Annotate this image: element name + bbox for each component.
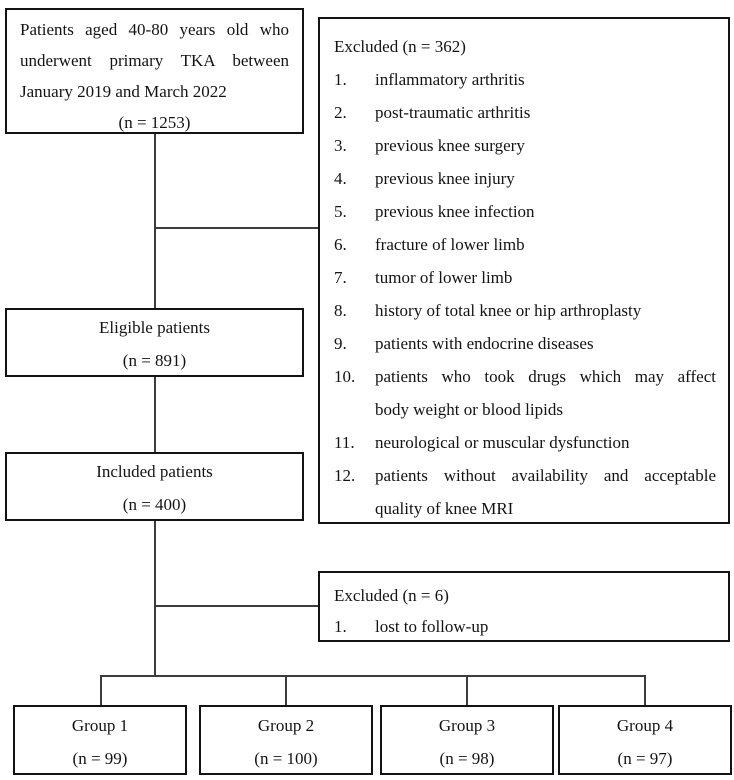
connector-drop-group-4 bbox=[644, 675, 646, 705]
exclusion-item-number: 4. bbox=[334, 169, 347, 188]
exclusion-item-number: 10. bbox=[334, 367, 356, 386]
connector-branch-to-followup-exclusion bbox=[154, 605, 318, 607]
exclusion-item-number: 5. bbox=[334, 202, 347, 221]
exclusion-item-number: 9. bbox=[334, 334, 347, 353]
population-line: Patients aged 40-80 years old who bbox=[20, 20, 289, 39]
exclusion-item: 5. previous knee infection bbox=[334, 195, 716, 228]
exclusion-item-text: inflammatory arthritis bbox=[375, 70, 525, 89]
exclusion-item: 2. post-traumatic arthritis bbox=[334, 96, 716, 129]
exclusion-item-text: previous knee surgery bbox=[375, 136, 525, 155]
group-1-box: Group 1 (n = 99) bbox=[13, 705, 187, 775]
group-label: Group 2 bbox=[257, 716, 315, 735]
eligible-patients-box: Eligible patients (n = 891) bbox=[5, 308, 304, 377]
exclusion-item-number: 11. bbox=[334, 433, 355, 452]
exclusion-item-text: history of total knee or hip arthroplast… bbox=[375, 301, 642, 320]
exclusion-item-number: 2. bbox=[334, 103, 347, 122]
exclusion-item-text: post-traumatic arthritis bbox=[375, 103, 531, 122]
exclusion-item-text: patients who took drugs which may affect… bbox=[375, 360, 716, 426]
exclusion-item: 1. inflammatory arthritis bbox=[334, 63, 716, 96]
followup-exclusion-title: Excluded (n = 6) bbox=[334, 586, 449, 605]
exclusion-item-text: tumor of lower limb bbox=[375, 268, 513, 287]
group-count: (n = 97) bbox=[617, 749, 673, 768]
population-count: (n = 1253) bbox=[118, 113, 191, 132]
exclusion-item: 6. fracture of lower limb bbox=[334, 228, 716, 261]
followup-exclusion-box: Excluded (n = 6) 1. lost to follow-up bbox=[318, 571, 730, 642]
connector-drop-group-1 bbox=[100, 675, 102, 705]
exclusion-item-text: fracture of lower limb bbox=[375, 235, 525, 254]
exclusion-item-text: patients without availability and accept… bbox=[375, 459, 716, 525]
exclusion-item: 9. patients with endocrine diseases bbox=[334, 327, 716, 360]
group-count: (n = 99) bbox=[72, 749, 128, 768]
followup-exclusion-item-number: 1. bbox=[334, 617, 347, 636]
group-2-box: Group 2 (n = 100) bbox=[199, 705, 373, 775]
eligible-count: (n = 891) bbox=[122, 351, 187, 370]
group-4-box: Group 4 (n = 97) bbox=[558, 705, 732, 775]
exclusion-item-number: 12. bbox=[334, 466, 356, 485]
exclusion-item: 7. tumor of lower limb bbox=[334, 261, 716, 294]
connector-eligible-to-included bbox=[154, 377, 156, 452]
connector-branch-to-exclusion bbox=[154, 227, 318, 229]
exclusion-item: 3. previous knee surgery bbox=[334, 129, 716, 162]
connector-population-to-eligible bbox=[154, 134, 156, 308]
connector-drop-group-2 bbox=[285, 675, 287, 705]
exclusion-item-number: 1. bbox=[334, 70, 347, 89]
exclusion-item: 4. previous knee injury bbox=[334, 162, 716, 195]
exclusion-item-text-line: patients who took drugs which may affect bbox=[375, 367, 716, 386]
included-count: (n = 400) bbox=[122, 495, 187, 514]
population-line: January 2019 and March 2022 bbox=[20, 82, 227, 101]
group-label: Group 3 bbox=[438, 716, 496, 735]
exclusion-item: 12. patients without availability and ac… bbox=[334, 459, 716, 525]
exclusion-item-text: previous knee infection bbox=[375, 202, 535, 221]
exclusion-box: Excluded (n = 362) 1. inflammatory arthr… bbox=[318, 17, 730, 524]
group-label: Group 1 bbox=[71, 716, 129, 735]
connector-group-distribution bbox=[100, 675, 646, 677]
included-label: Included patients bbox=[96, 462, 213, 481]
exclusion-item: 11. neurological or muscular dysfunction bbox=[334, 426, 716, 459]
exclusion-item: 10. patients who took drugs which may af… bbox=[334, 360, 716, 426]
exclusion-item-text-line: body weight or blood lipids bbox=[375, 400, 563, 419]
connector-drop-group-3 bbox=[466, 675, 468, 705]
exclusion-item-number: 7. bbox=[334, 268, 347, 287]
followup-exclusion-item-text: lost to follow-up bbox=[375, 617, 489, 636]
group-count: (n = 98) bbox=[439, 749, 495, 768]
exclusion-item-text: patients with endocrine diseases bbox=[375, 334, 594, 353]
population-box: Patients aged 40-80 years old who underw… bbox=[5, 8, 304, 134]
exclusion-item-number: 3. bbox=[334, 136, 347, 155]
group-label: Group 4 bbox=[616, 716, 674, 735]
group-3-box: Group 3 (n = 98) bbox=[380, 705, 554, 775]
exclusion-item-text-line: quality of knee MRI bbox=[375, 499, 514, 518]
followup-exclusion-item: 1. lost to follow-up bbox=[334, 611, 716, 642]
exclusion-item-number: 8. bbox=[334, 301, 347, 320]
exclusion-item: 8. history of total knee or hip arthropl… bbox=[334, 294, 716, 327]
exclusion-item-number: 6. bbox=[334, 235, 347, 254]
eligible-label: Eligible patients bbox=[99, 318, 210, 337]
connector-included-to-groups bbox=[154, 521, 156, 677]
exclusion-item-text: neurological or muscular dysfunction bbox=[375, 433, 630, 452]
exclusion-title: Excluded (n = 362) bbox=[334, 37, 466, 56]
exclusion-item-text-line: patients without availability and accept… bbox=[375, 466, 716, 485]
group-count: (n = 100) bbox=[254, 749, 318, 768]
population-line: underwent primary TKA between bbox=[20, 51, 289, 70]
exclusion-item-text: previous knee injury bbox=[375, 169, 515, 188]
included-patients-box: Included patients (n = 400) bbox=[5, 452, 304, 521]
